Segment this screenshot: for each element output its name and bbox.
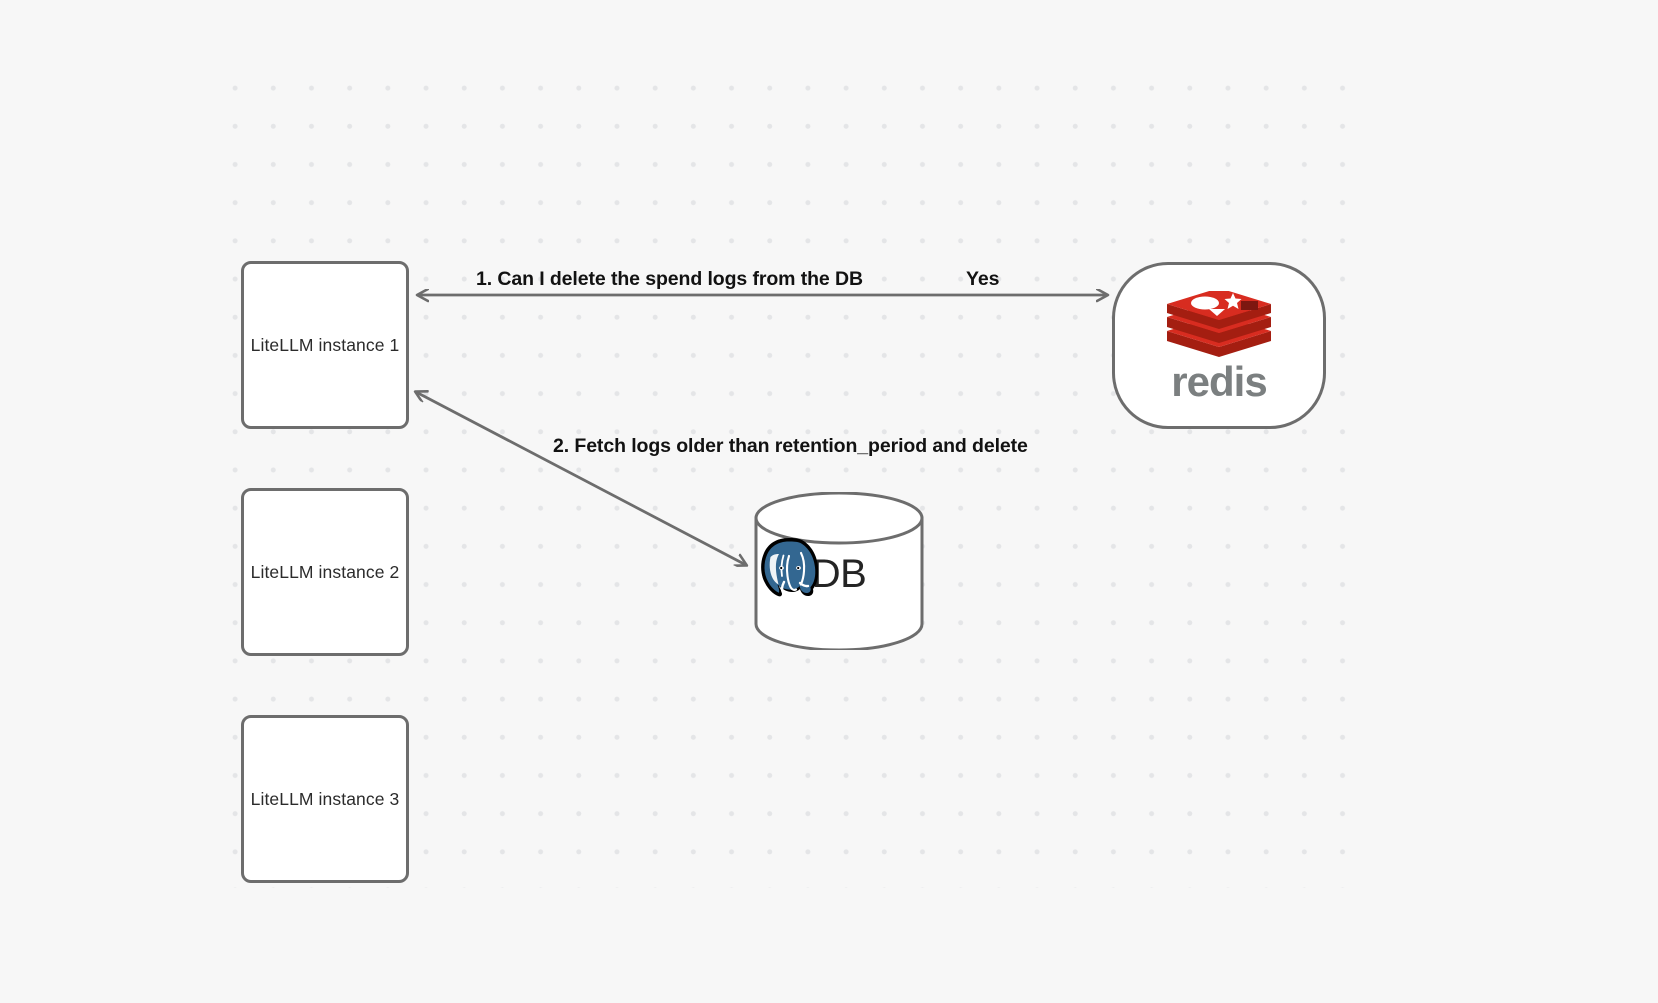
edge-label-1: 1. Can I delete the spend logs from the … <box>476 268 863 290</box>
node-label: LiteLLM instance 3 <box>250 788 400 809</box>
node-litellm-instance-3[interactable]: LiteLLM instance 3 <box>241 715 409 883</box>
node-label: LiteLLM instance 2 <box>250 561 400 582</box>
node-litellm-instance-2[interactable]: LiteLLM instance 2 <box>241 488 409 656</box>
redis-wordmark: redis <box>1171 357 1267 405</box>
node-litellm-instance-1[interactable]: LiteLLM instance 1 <box>241 261 409 429</box>
redis-stack-icon <box>1167 290 1271 357</box>
redis-logo: redis <box>1163 290 1275 405</box>
node-db[interactable]: DB <box>753 492 925 650</box>
edge-label-1-reply: Yes <box>966 268 1000 290</box>
db-content: DB <box>753 534 925 614</box>
node-label: LiteLLM instance 1 <box>250 334 400 355</box>
db-label: DB <box>811 551 867 596</box>
edge-db-llm1 <box>416 392 746 565</box>
node-redis[interactable]: redis <box>1112 262 1326 429</box>
edge-label-2: 2. Fetch logs older than retention_perio… <box>553 435 1028 457</box>
postgresql-elephant-icon <box>761 538 819 597</box>
